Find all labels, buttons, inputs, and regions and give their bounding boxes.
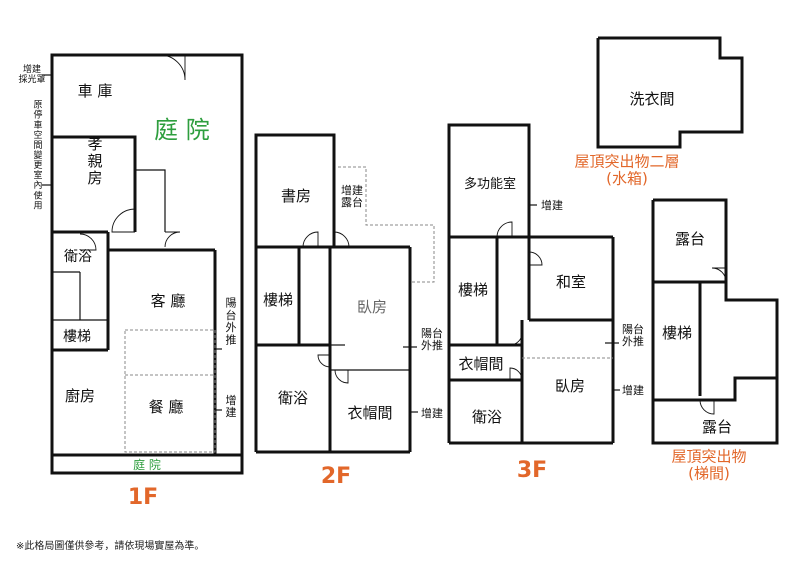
note-addition: 增建 [226, 393, 237, 419]
room-label-terrace-top: 露台 [675, 230, 705, 248]
room-label-laundry: 洗衣間 [629, 90, 674, 108]
note-skylight: 增建採光罩 [18, 63, 45, 85]
room-label-terrace-bottom: 露台 [702, 418, 732, 436]
room-label-elder-room: 孝親房 [87, 135, 102, 187]
door-swing [711, 267, 727, 283]
room-label-multipurpose: 多功能室 [464, 176, 516, 192]
wall [52, 135, 137, 232]
note-addition-bottom: 增建 [622, 383, 644, 397]
door-swing [302, 231, 319, 248]
door-swing [159, 54, 186, 81]
door-swing [509, 367, 523, 381]
floor-1-outline [50, 53, 244, 475]
room-label-closet: 衣帽間 [458, 355, 503, 373]
room-label-kitchen: 廚房 [65, 387, 95, 405]
roof-lower-outline [651, 282, 779, 445]
room-multipurpose-outline [447, 123, 531, 239]
floor-title-3f: 3F [517, 458, 547, 483]
room-label-stairs: 樓梯 [458, 281, 488, 299]
room-label-closet: 衣帽間 [347, 404, 392, 422]
door-swing [79, 233, 97, 251]
terrace-extension-outline [338, 166, 435, 283]
room-label-courtyard-bottom: 庭 院 [133, 457, 161, 472]
dining-zone-outline [124, 329, 216, 453]
door-swing [528, 251, 543, 266]
room-label-study: 書房 [281, 187, 311, 205]
room-label-stairs: 樓梯 [263, 291, 293, 309]
note-garage-conversion: 原停車空間變更室內使用 [33, 100, 42, 212]
room-label-bath: 衛浴 [278, 389, 308, 407]
room-label-bedroom: 臥房 [357, 298, 387, 316]
disclaimer-note: ※此格局圖僅供參考，請依現場實屋為準。 [16, 541, 205, 552]
note-addition-top: 增建 [541, 198, 563, 212]
room-label-japanese-room: 和室 [556, 273, 586, 291]
room-label-bedroom: 臥房 [555, 377, 585, 395]
door-swing [699, 399, 715, 415]
roof-structure-2-plan: 洗衣間 屋頂突出物二層(水箱) [574, 36, 744, 188]
room-label-courtyard: 庭 院 [154, 116, 210, 144]
caption-roof-structure-1: 屋頂突出物(梯間) [671, 448, 746, 483]
wall [135, 169, 166, 232]
note-balcony-extension: 陽台外推 [226, 297, 237, 347]
door-swing [334, 369, 349, 384]
door-swing [111, 208, 136, 233]
room-label-stairs: 樓梯 [662, 324, 692, 342]
door-swing [317, 354, 331, 368]
room-label-garage: 車 庫 [78, 82, 113, 100]
floor-title-2f: 2F [321, 464, 351, 489]
note-balcony-extension: 陽台外推 [622, 322, 644, 348]
note-balcony-extension: 陽台外推 [421, 326, 443, 352]
caption-roof-structure-2: 屋頂突出物二層(水箱) [574, 153, 679, 188]
room-label-bath: 衛浴 [472, 408, 502, 426]
floor-title-1f: 1F [128, 485, 158, 510]
room-label-living: 客 廳 [151, 292, 186, 310]
note-addition: 增建 [421, 406, 443, 420]
door-swing [333, 231, 350, 248]
floor-3-plan: 多功能室 增建 樓梯 和室 陽台外推 衣帽間 臥房 增建 衛浴 3F [447, 123, 644, 483]
room-label-dining: 餐 廳 [149, 398, 184, 416]
room-label-stairs: 樓梯 [63, 329, 91, 345]
note-terrace-addition: 增建露台 [341, 183, 363, 209]
floor-2-plan: 書房 增建露台 樓梯 臥房 陽台外推 衛浴 衣帽間 增建 2F [254, 133, 443, 489]
door-swing [509, 332, 523, 346]
door-swing [164, 231, 181, 248]
door-swing [496, 221, 513, 238]
roof-structure-1-plan: 露台 樓梯 露台 屋頂突出物(梯間) [651, 198, 779, 483]
wall [653, 376, 777, 402]
room-study-outline [254, 133, 336, 249]
laundry-outline [596, 36, 744, 149]
floor-1-plan: 車 庫 庭 院 增建採光罩 孝親房 原停車空間變更室內使用 衛浴 樓梯 客 廳 … [18, 53, 244, 510]
room-label-bath: 衛浴 [64, 249, 92, 265]
